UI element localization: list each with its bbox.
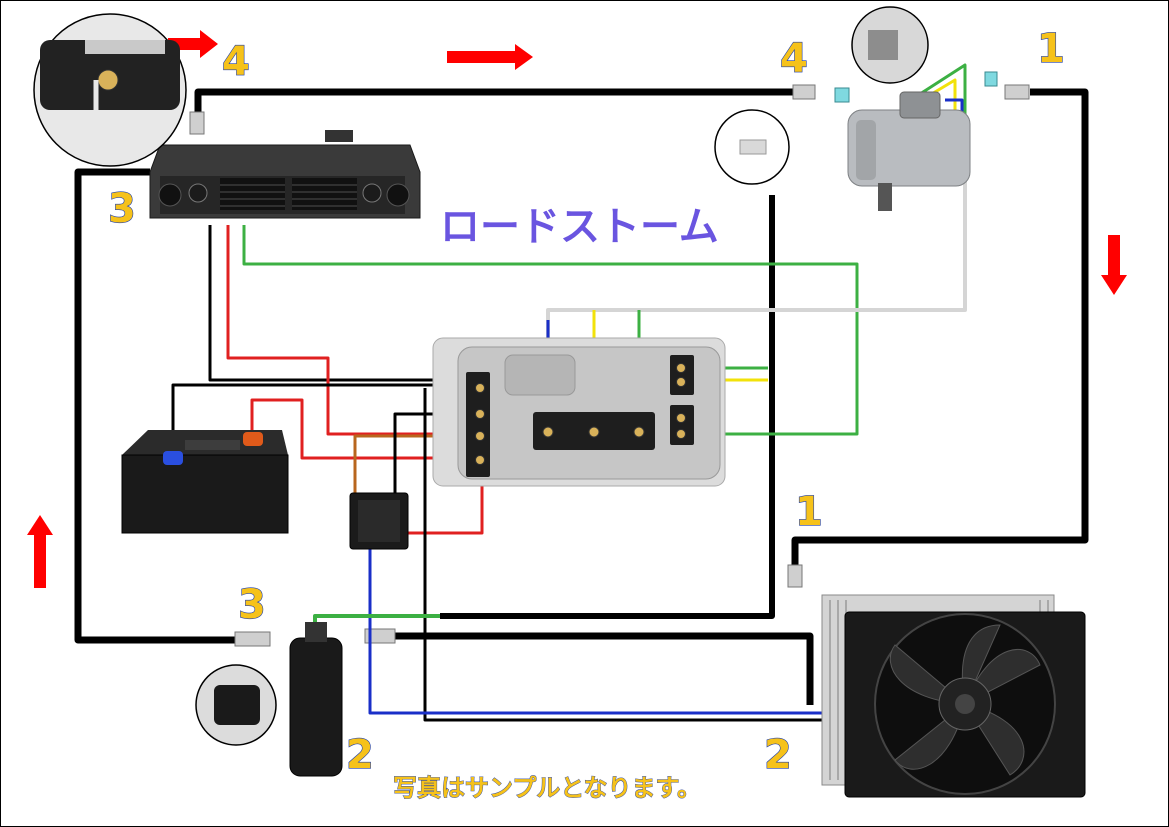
compressor-rib [856, 120, 876, 180]
fan-center [955, 694, 975, 714]
callout-connector-detail [739, 139, 767, 155]
terminal-strip-right-bottom [670, 405, 694, 445]
fitting [189, 111, 205, 135]
battery-cap [185, 440, 240, 450]
compressor-mount [878, 183, 892, 211]
fitting [1004, 84, 1030, 100]
label-2-drier: 2 [346, 732, 374, 778]
flow-arrows [27, 30, 1127, 588]
label-3-drier: 3 [238, 582, 266, 628]
wire-brown [353, 434, 470, 495]
label-1-compressor: 1 [1037, 26, 1065, 72]
label-2-condenser: 2 [764, 732, 792, 778]
arrow-right-icon [168, 30, 218, 58]
brand-title: ロードストーム [440, 204, 719, 250]
valve-cap-icon [984, 71, 998, 87]
sample-caption: 写真はサンプルとなります。 [393, 774, 701, 802]
hose-line-2 [395, 632, 814, 705]
wire-blue-fan [368, 500, 838, 715]
label-4-top-left: 4 [222, 39, 250, 85]
battery-body [121, 454, 289, 534]
terminal-strip-left [466, 372, 490, 477]
label-4-compressor: 4 [780, 36, 808, 82]
fitting [364, 628, 396, 644]
arrow-up-icon [27, 515, 53, 588]
fitting [787, 564, 803, 588]
vent-round-icon [386, 183, 410, 207]
fitting [234, 631, 271, 647]
callout-switch-detail [214, 685, 260, 725]
number-labels: 4 4 1 3 1 3 2 2 [107, 25, 1065, 778]
callout-pipe-detail [85, 40, 165, 54]
hose-line-4 [194, 88, 800, 120]
condenser-fan [821, 594, 1086, 798]
vent-grille [292, 178, 357, 210]
compressor [834, 71, 998, 211]
wire-red-1 [226, 225, 480, 436]
knob-icon [362, 183, 382, 203]
fitting [792, 84, 816, 100]
wire-black-fan [423, 388, 838, 722]
battery [121, 430, 289, 534]
refrigerant-hose [74, 88, 1089, 705]
valve-cap-icon [834, 87, 850, 103]
knob-icon [188, 183, 208, 203]
drier-head [305, 622, 327, 642]
vent-grille [220, 178, 285, 210]
callout-valve-icon [97, 69, 119, 91]
hose-fittings [189, 84, 1030, 647]
label-1-condenser: 1 [795, 489, 823, 535]
label-3-unit: 3 [108, 186, 136, 232]
drier-cylinder [289, 637, 343, 777]
battery-positive-terminal-icon [243, 432, 263, 446]
hose-line-3 [74, 168, 235, 644]
relay [349, 492, 409, 550]
hose-line-1 [791, 88, 1089, 570]
terminal-strip-right-top [670, 355, 694, 395]
hose-branch [440, 195, 775, 619]
wire-red-battery [250, 398, 480, 460]
relay-face [358, 500, 400, 542]
battery-negative-terminal-icon [163, 451, 183, 465]
callout-plug-detail [868, 30, 898, 60]
board-recess [504, 354, 576, 396]
controller-board [432, 337, 726, 487]
callouts [33, 6, 929, 746]
arrow-down-icon [1101, 235, 1127, 295]
compressor-connector [899, 91, 941, 119]
arrow-right-icon [447, 44, 533, 70]
vent-round-icon [158, 183, 182, 207]
receiver-drier [289, 622, 343, 777]
wire-green-1 [242, 225, 859, 436]
wire-black-1 [208, 225, 480, 382]
unit-bracket [325, 130, 353, 142]
evaporator-unit [149, 130, 421, 219]
